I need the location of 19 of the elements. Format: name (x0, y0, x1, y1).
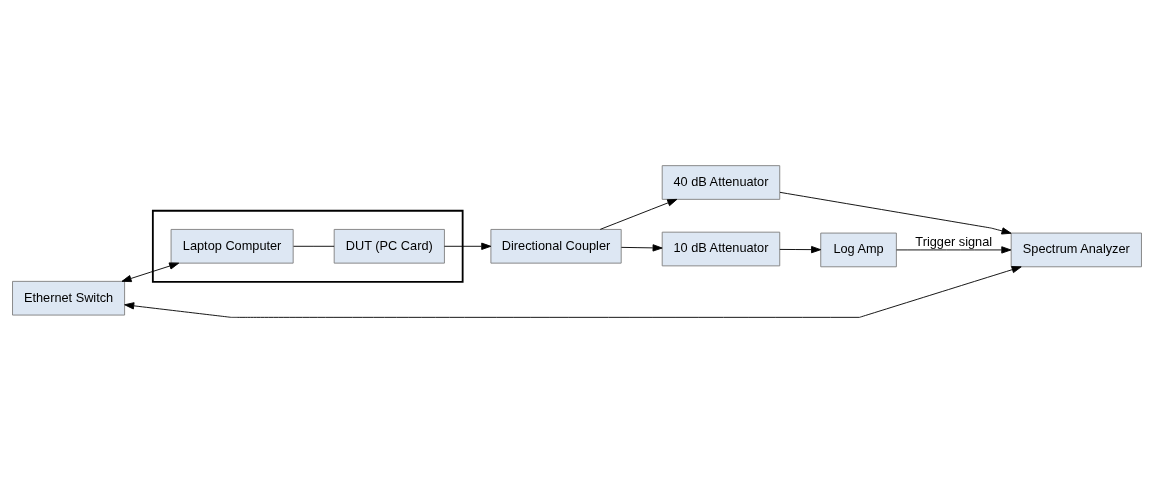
arrow (121, 261, 180, 282)
arrow (124, 265, 1022, 318)
edge-label: Trigger signal (915, 233, 993, 249)
arrow (620, 243, 663, 252)
connector (293, 245, 335, 247)
cluster (151, 209, 464, 283)
node-box: 10 dB Attenuator (661, 231, 781, 266)
arrow (779, 191, 1012, 234)
node-box: 40 dB Attenuator (661, 164, 781, 200)
arrow (896, 245, 1012, 254)
arrow (444, 242, 492, 250)
node-box: DUT (PC Card) (333, 228, 445, 264)
arrow (599, 198, 678, 230)
node-box: Ethernet Switch (12, 280, 126, 316)
node-box: Spectrum Analyzer (1010, 232, 1142, 267)
node-box: Laptop Computer (170, 228, 294, 264)
arrow (779, 245, 822, 253)
node-box: Log Amp (820, 232, 897, 267)
node-box: Directional Coupler (490, 228, 622, 264)
